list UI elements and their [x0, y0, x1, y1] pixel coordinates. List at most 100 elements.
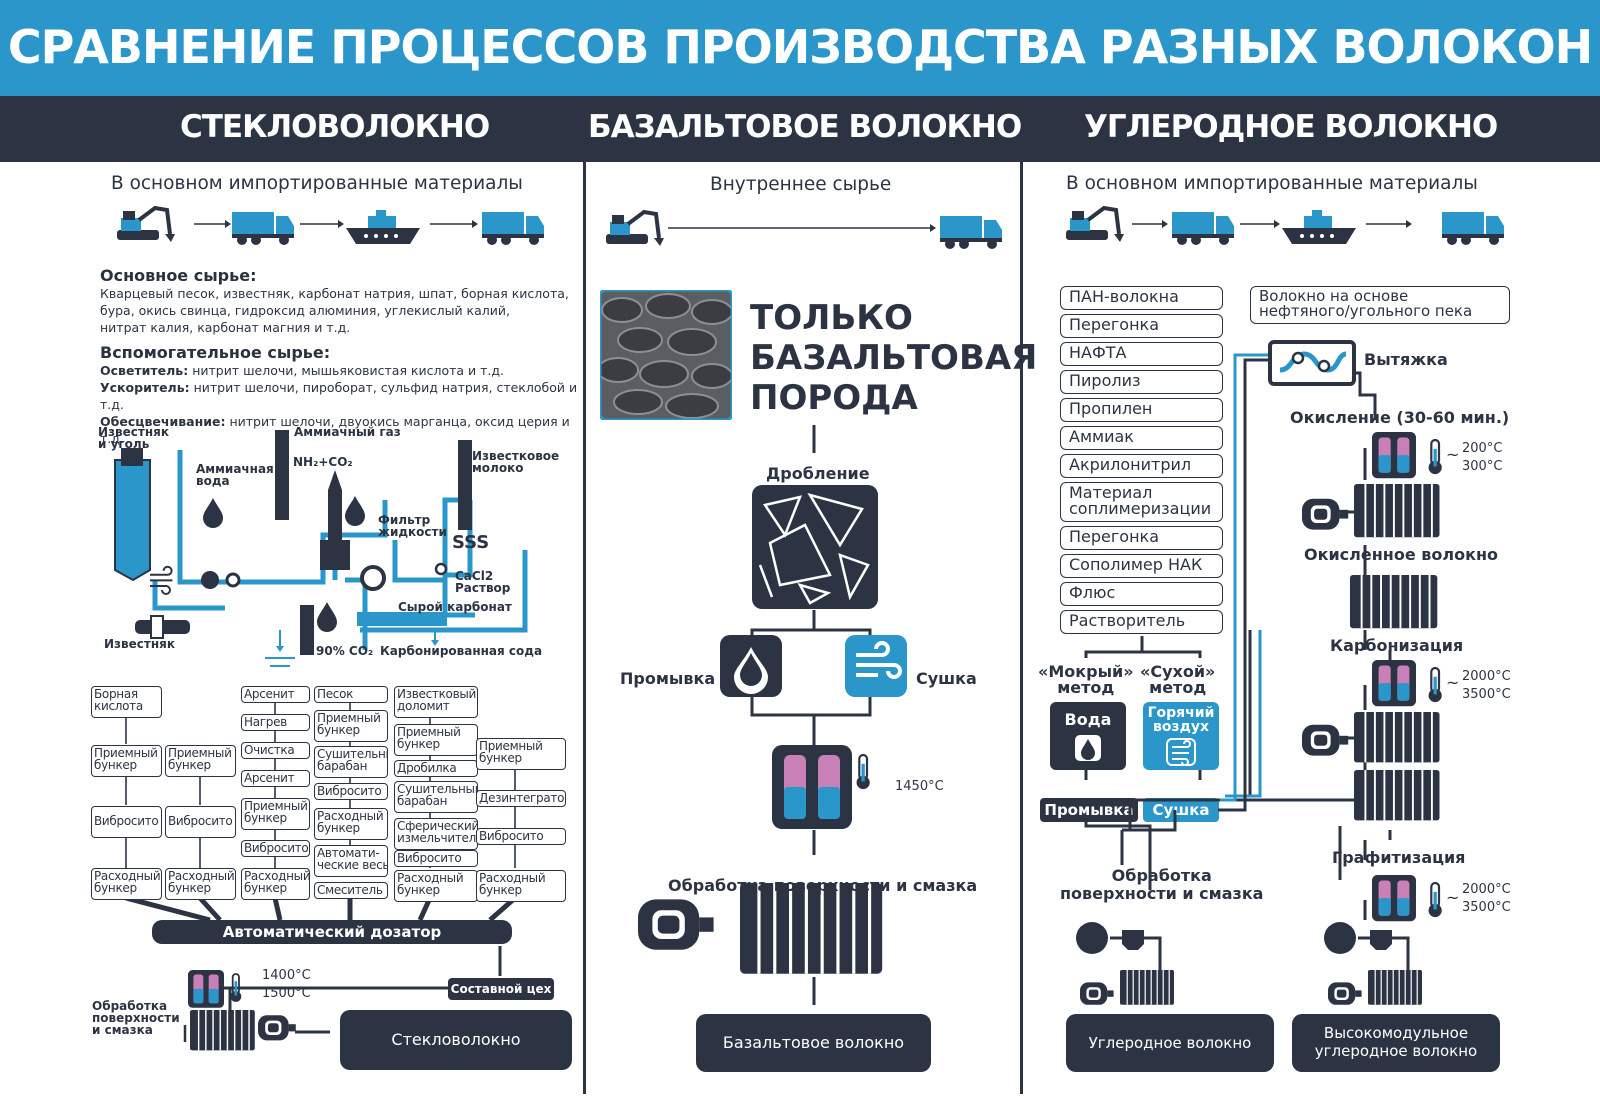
label-nh2co2: NH₂+CO₂: [293, 455, 353, 469]
wet-method-label: «Мокрый» метод: [1038, 662, 1134, 697]
grid-box: Сушительный барабан: [394, 781, 478, 813]
furnace-icon: [1372, 875, 1416, 922]
spool-icon: [189, 1009, 256, 1052]
chain-box: Флюс: [1060, 582, 1223, 606]
furnace-icon: [1372, 660, 1416, 707]
column-header-bar: [0, 96, 1600, 162]
label-raw-carbonate: Сырой карбонат: [398, 600, 512, 614]
stage-oxidation: Окисление (30-60 мин.): [1290, 408, 1510, 427]
grid-box: Вибросито: [91, 806, 162, 838]
hot-air-box: Горячий воздух: [1143, 702, 1219, 770]
motor-icon: [258, 1015, 296, 1041]
carbon-result-label: Углеродное волокно: [1088, 1034, 1252, 1052]
glass-sourcing-label: В основном импортированные материалы: [111, 173, 523, 194]
aux-line: Осветитель: нитрит шелочи, мышьяковистая…: [100, 363, 505, 378]
motor-icon: [1080, 982, 1114, 1005]
label-cacl2: CaCl2 Раствор: [455, 569, 511, 595]
thermometer-icon: [1427, 666, 1443, 704]
grid-box: Сферический измельчитель: [394, 818, 478, 850]
water-box: Вода: [1050, 702, 1126, 770]
column-title-basalt: БАЗАЛЬТОВОЕ ВОЛОКНО: [588, 109, 1022, 145]
wind-icon: [856, 641, 902, 679]
grid-box: Расходный бункер: [394, 870, 478, 902]
basalt-sourcing-label: Внутреннее сырье: [710, 174, 892, 195]
label-ammonia-gas: Аммиачный газ: [294, 425, 401, 439]
surface-treatment-unit-1: [1076, 922, 1175, 1006]
label-limestone: Известняк: [104, 637, 175, 651]
glass-surface-label: Обработка поверхности и смазка: [92, 999, 180, 1037]
thermometer-icon: [1427, 438, 1443, 476]
truck-icon: [940, 216, 1002, 249]
crushed-rock-icon: [758, 492, 870, 605]
grid-box: Сушительный барабан: [314, 746, 388, 778]
raw-line: нитрат калия, карбонат магния и т.д.: [100, 320, 351, 335]
truck-icon: [232, 212, 294, 245]
thermometer-icon: [1427, 881, 1443, 919]
raw-line: Кварцевый песок, известняк, карбонат нат…: [100, 286, 569, 301]
furnace-icon: [772, 745, 852, 829]
stage-stretch: Вытяжка: [1364, 350, 1448, 369]
grid-box: Вибросито: [394, 850, 478, 867]
oxidized-spool: [1350, 575, 1439, 630]
chain-box: Сополимер НАК: [1060, 554, 1223, 578]
spool-icon: [1353, 483, 1441, 539]
carbon-sourcing-label: В основном импортированные материалы: [1066, 173, 1478, 194]
chain-box: Аммиак: [1060, 426, 1223, 450]
label-limestone-coal: Известняк и уголь: [98, 425, 169, 451]
grid-box: Арсенит: [241, 770, 310, 787]
auto-dosator-bar: Автоматический дозатор: [152, 920, 512, 944]
oxidation-equipment: ~: [1302, 432, 1459, 539]
grid-box: Дезинтегратор: [476, 790, 566, 807]
chain-box: Акрилонитрил: [1060, 454, 1223, 478]
stage-graphitization: Графитизация: [1332, 848, 1466, 867]
basalt-result-box: Базальтовое волокно: [696, 1014, 931, 1072]
spool-icon: [1367, 969, 1423, 1006]
grid-box: Вибросито: [314, 783, 388, 800]
chain-box: ПАН-волокна: [1060, 286, 1223, 310]
motor-icon: [1302, 724, 1349, 756]
pitch-fiber-box: Волокно на основе нефтяного/угольного пе…: [1250, 286, 1510, 324]
aux-line: Ускоритель: нитрит шелочи, пироборат, су…: [100, 380, 578, 412]
stage-surface: Обработка поверхности и смазка: [668, 876, 978, 895]
carbonization-equipment: ~: [1302, 660, 1459, 822]
grid-box: Арсенит: [241, 686, 310, 703]
spool-icon: [1353, 711, 1441, 764]
aux-line: Обесцвечивание: нитрит шелочи, двуокись …: [100, 414, 570, 446]
chain-box: Пропилен: [1060, 398, 1223, 422]
svg-text:~: ~: [1446, 888, 1459, 907]
excavator-icon: [1064, 206, 1126, 244]
grid-box: Расходный бункер: [314, 808, 388, 840]
grid-box: Автомати- ческие весы: [314, 845, 388, 877]
grid-box: Смеситель: [314, 882, 388, 899]
furnace-icon: [1372, 432, 1416, 479]
grid-box: Вибросито: [165, 806, 236, 838]
carbon-drying-label: Сушка: [1152, 801, 1210, 819]
hot-air-label: Горячий воздух: [1147, 705, 1215, 735]
carbon-washing-box: Промывка: [1040, 798, 1138, 822]
grid-box: Расходный бункер: [165, 868, 236, 900]
label-carb-soda: Карбонированная сода: [380, 644, 543, 658]
grid-box: Очистка: [241, 742, 310, 759]
spool-icon: [1350, 575, 1439, 630]
grid-box: Вибросито: [241, 840, 310, 857]
label-ammonia-water: Аммиачная вода: [196, 462, 274, 488]
svg-text:~: ~: [1446, 445, 1459, 464]
dry-method-label: «Сухой» метод: [1140, 662, 1216, 697]
stage-drying: Сушка: [916, 669, 977, 688]
svg-text:~: ~: [1446, 673, 1459, 692]
basalt-process-flow: [638, 425, 907, 1005]
basalt-logistics-chain: [604, 210, 1002, 249]
label-filter: Фильтр жидкости: [378, 513, 447, 539]
motor-icon: [1302, 498, 1349, 530]
droplet-icon: [1075, 735, 1101, 761]
column-divider: [1020, 162, 1023, 1094]
glass-logistics-chain: [115, 206, 544, 245]
title-bar: СРАВНЕНИЕ ПРОЦЕССОВ ПРОИЗВОДСТВА РАЗНЫХ …: [0, 0, 1600, 96]
truck-icon: [482, 212, 544, 245]
hm-carbon-result-box: Высокомодульное углеродное волокно: [1292, 1014, 1500, 1072]
spool-icon: [1353, 769, 1441, 822]
truck-icon: [1442, 212, 1504, 245]
stage-crushing: Дробление: [766, 464, 870, 483]
